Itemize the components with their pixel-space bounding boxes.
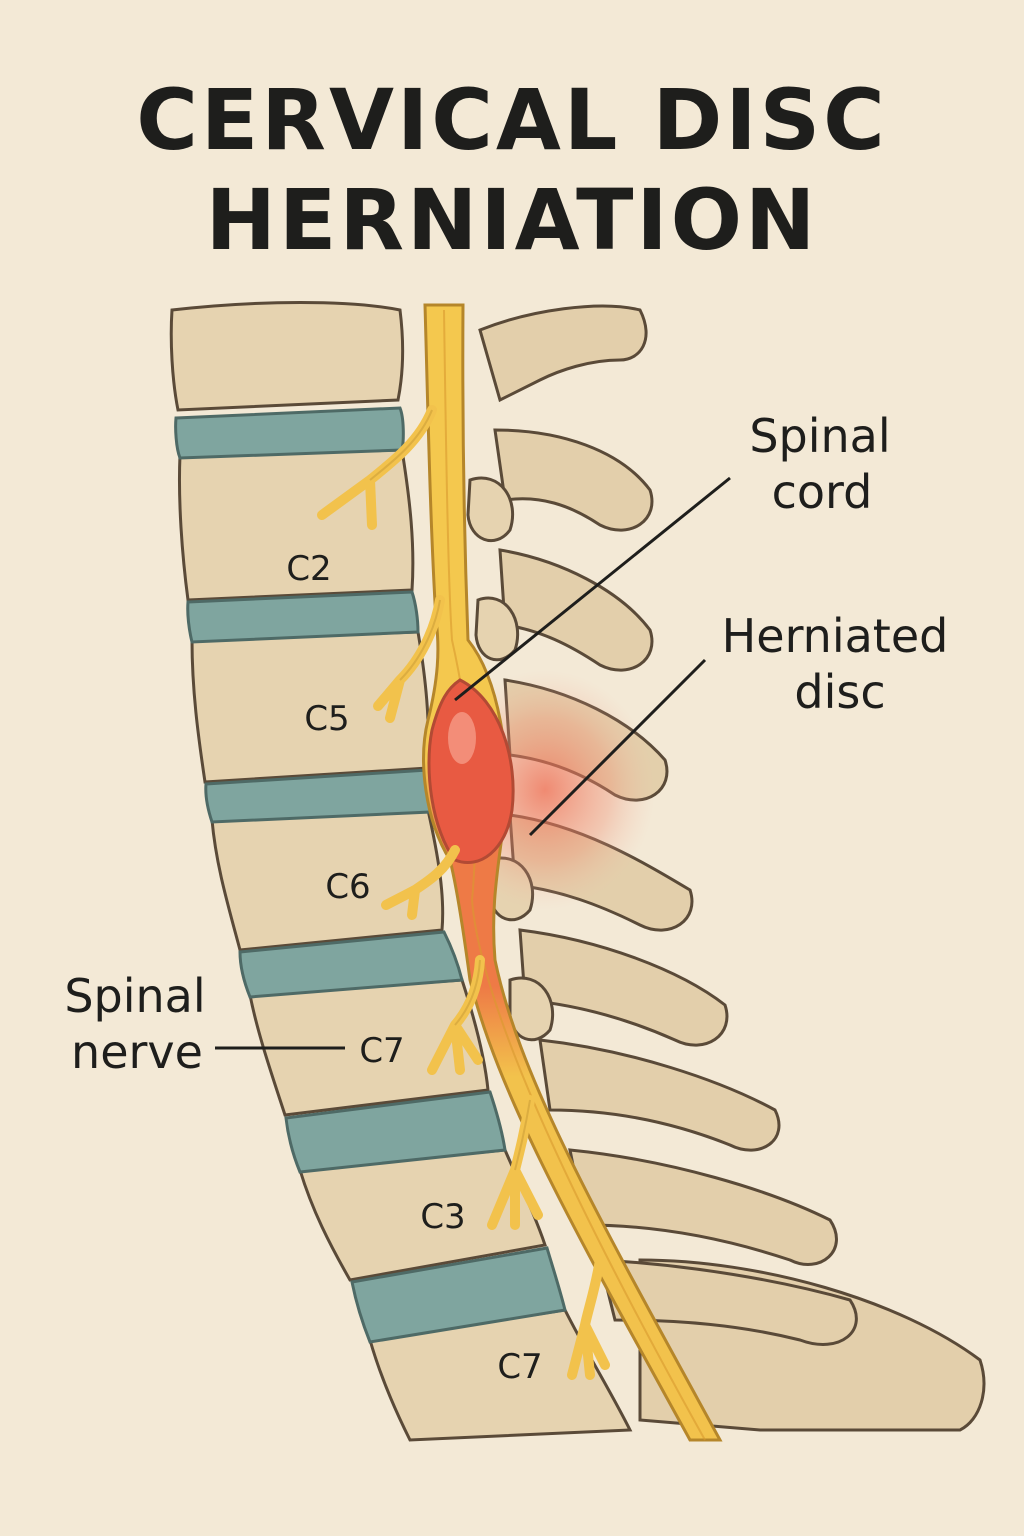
level-label: C2 xyxy=(286,549,331,589)
callout-herniated-disc-line2: disc xyxy=(794,665,885,719)
leader-herniated-disc xyxy=(528,658,707,837)
callout-herniated-disc-line1: Herniated xyxy=(722,609,949,663)
vertebra-4 xyxy=(210,808,445,952)
disc-6 xyxy=(350,1246,567,1344)
intervertebral-discs xyxy=(174,406,567,1344)
disc-5 xyxy=(284,1090,507,1174)
level-label: C5 xyxy=(304,699,349,739)
level-label: C7 xyxy=(359,1031,404,1071)
callout-spinal-nerve-line2: nerve xyxy=(71,1025,203,1079)
callout-spinal-cord-line2: cord xyxy=(772,465,873,519)
leader-spinal-cord xyxy=(454,476,731,702)
callout-spinal-cord-line1: Spinal xyxy=(749,409,890,463)
vertebra-1 xyxy=(169,301,405,412)
level-label: C3 xyxy=(420,1197,465,1237)
diagram-title: CERVICAL DISC HERNIATION xyxy=(0,70,1024,270)
spinal-nerve-outlines xyxy=(369,409,531,1171)
spinal-nerves xyxy=(317,405,610,1380)
disc-1 xyxy=(174,406,405,460)
vertebra-5 xyxy=(248,978,490,1117)
title-line-2: HERNIATION xyxy=(205,171,819,269)
disc-4 xyxy=(238,930,464,999)
callout-spinal-nerve-line1: Spinal xyxy=(64,969,205,1023)
spinal-cord-outline xyxy=(422,303,723,1442)
title-line-1: CERVICAL DISC xyxy=(136,71,888,169)
disc-2 xyxy=(186,590,420,644)
level-label: C6 xyxy=(325,867,370,907)
spinous-processes xyxy=(478,304,858,1346)
level-label: C7 xyxy=(497,1347,542,1387)
